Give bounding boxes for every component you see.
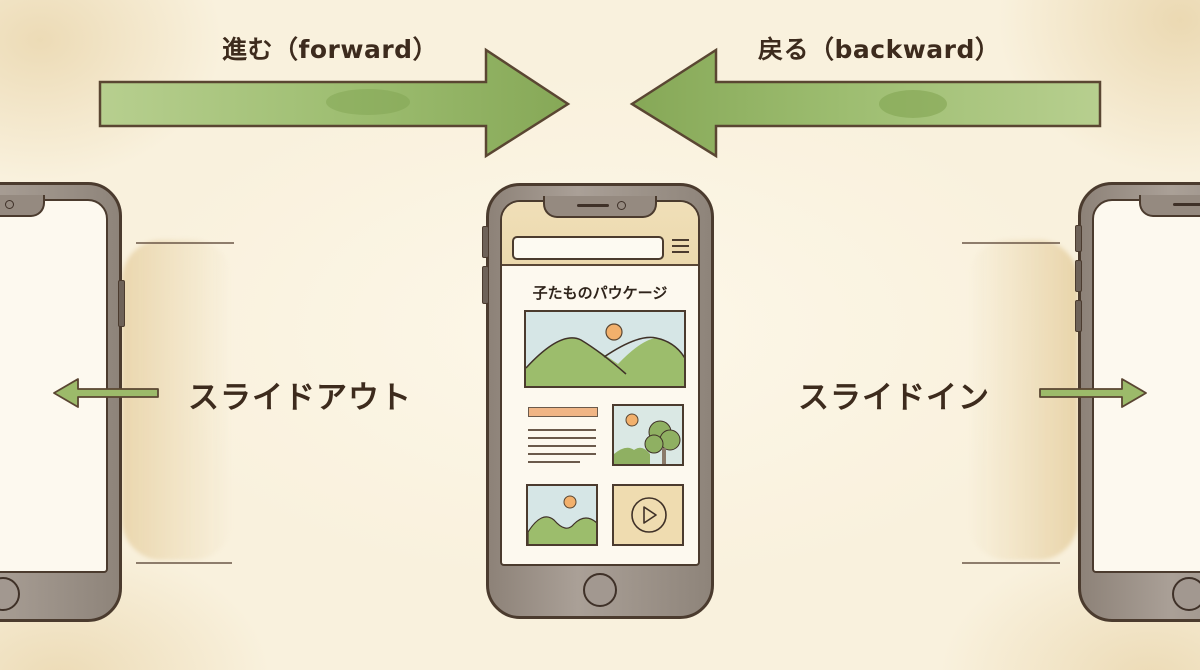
- article-text-lines: [528, 429, 596, 469]
- outgoing-phone: [0, 182, 125, 622]
- hero-landscape-image: [524, 310, 686, 388]
- side-button: [1075, 260, 1082, 292]
- speed-line: [136, 562, 232, 564]
- speed-line: [962, 562, 1060, 564]
- backward-label: 戻る（backward）: [758, 35, 1001, 64]
- landscape-image-icon: [528, 495, 596, 544]
- play-button-icon[interactable]: [614, 486, 684, 546]
- phone-notch: [1139, 195, 1200, 217]
- slide-in-arrow-icon: [1039, 378, 1147, 408]
- backward-arrow-icon: [629, 47, 1102, 159]
- side-button: [1075, 225, 1082, 252]
- home-button: [1172, 577, 1200, 611]
- current-phone: 子たものパウケージ: [482, 183, 714, 619]
- article-heading-bar: [528, 407, 598, 417]
- video-tile[interactable]: [612, 484, 684, 546]
- home-button: [0, 577, 20, 611]
- tree-image-tile: [612, 404, 684, 466]
- landscape-image-tile: [526, 484, 598, 546]
- landscape-image-icon: [526, 323, 684, 386]
- search-bar[interactable]: [512, 236, 664, 260]
- phone-notch: [0, 195, 45, 217]
- forward-arrow-icon: [98, 47, 571, 159]
- slide-out-arrow-icon: [53, 378, 159, 408]
- outgoing-phone-screen: [0, 199, 108, 573]
- side-button: [482, 266, 489, 304]
- page-title: 子たものパウケージ: [532, 284, 668, 302]
- tree-image-icon: [614, 413, 681, 464]
- slide-in-label: スライドイン: [798, 380, 990, 416]
- incoming-phone: [1075, 182, 1200, 622]
- phone-notch: [543, 196, 657, 218]
- forward-label: 進む（forward）: [222, 35, 439, 64]
- slide-out-motion-blur: [122, 240, 232, 560]
- slide-out-label: スライドアウト: [188, 380, 412, 416]
- side-button: [1075, 300, 1082, 332]
- speed-line: [962, 242, 1060, 244]
- hamburger-menu-icon[interactable]: [672, 239, 689, 257]
- speed-line: [136, 242, 234, 244]
- slide-in-motion-blur: [968, 240, 1078, 560]
- side-button: [118, 280, 125, 327]
- home-button[interactable]: [583, 573, 617, 607]
- incoming-phone-screen: [1092, 199, 1200, 573]
- side-button: [482, 226, 489, 258]
- current-phone-screen: 子たものパウケージ: [500, 200, 700, 566]
